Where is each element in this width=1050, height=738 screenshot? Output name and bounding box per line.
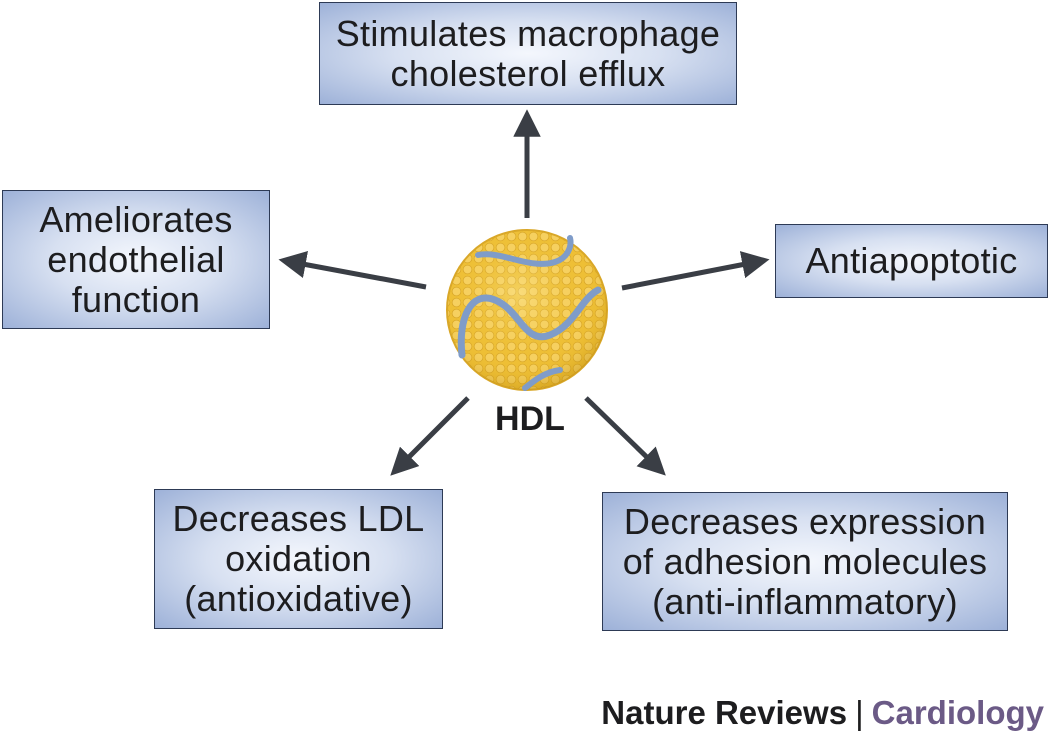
- hdl-label: HDL: [495, 400, 565, 438]
- box-text-line: Antiapoptotic: [805, 240, 1018, 281]
- box-text-line: (anti-inflammatory): [652, 580, 958, 622]
- box-text-line: endothelial: [47, 238, 225, 280]
- box-text-line: oxidation: [225, 538, 372, 579]
- box-antiapoptotic: Antiapoptotic: [775, 224, 1048, 298]
- arrow-to-bottom-right: [584, 396, 666, 476]
- hdl-particle-icon: [446, 229, 608, 391]
- journal-credit: Nature Reviews|Cardiology: [601, 694, 1044, 732]
- box-endothelial-function: Ameliorates endothelial function: [2, 190, 270, 329]
- arrow-to-left: [278, 251, 427, 290]
- box-text-line: Stimulates macrophage: [335, 12, 721, 54]
- arrow-to-right: [621, 251, 770, 291]
- protein-ribbon-icon: [475, 235, 574, 267]
- protein-ribbon-icon: [522, 367, 563, 391]
- journal-name: Nature Reviews: [601, 694, 848, 731]
- box-text-line: Ameliorates: [39, 198, 233, 240]
- box-cholesterol-efflux: Stimulates macrophage cholesterol efflux: [319, 2, 737, 105]
- box-text-line: of adhesion molecules: [622, 540, 988, 582]
- box-adhesion-molecules: Decreases expression of adhesion molecul…: [602, 492, 1008, 631]
- box-text-line: Decreases expression: [623, 500, 987, 542]
- box-text-line: function: [71, 278, 201, 320]
- arrow-to-bottom-left: [390, 396, 470, 476]
- journal-section: Cardiology: [871, 694, 1044, 731]
- protein-ribbon-icon: [457, 286, 602, 359]
- box-text-line: cholesterol efflux: [390, 52, 666, 94]
- credit-separator: |: [855, 694, 864, 731]
- box-text-line: (antioxidative): [184, 578, 413, 619]
- box-ldl-oxidation: Decreases LDL oxidation (antioxidative): [154, 489, 443, 629]
- box-text-line: Decreases LDL: [172, 498, 425, 539]
